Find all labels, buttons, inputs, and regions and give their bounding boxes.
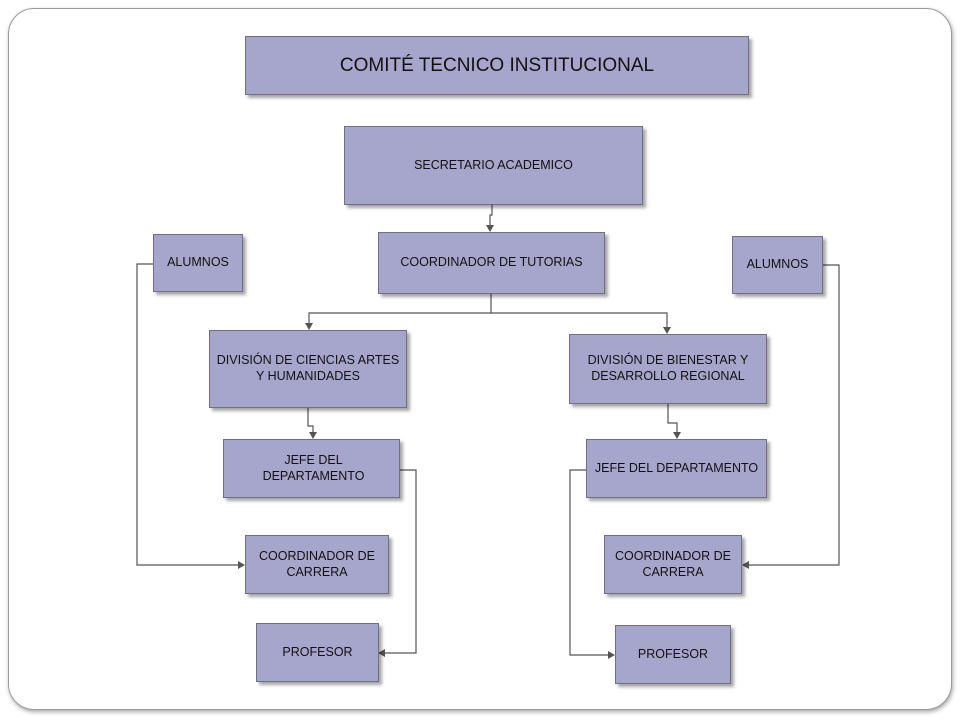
connector-secretario-tutorias bbox=[486, 205, 494, 232]
connector-jefe-profesor-der bbox=[569, 469, 615, 659]
connector-division-jefe-izq bbox=[307, 408, 317, 439]
node-jefe-departamento-izq: JEFE DEL DEPARTAMENTO bbox=[223, 439, 400, 498]
node-coordinador-carrera-der: COORDINADOR DE CARRERA bbox=[604, 535, 742, 594]
node-profesor-izq: PROFESOR bbox=[256, 623, 379, 682]
node-secretario-academico: SECRETARIO ACADEMICO bbox=[344, 126, 643, 205]
node-profesor-der: PROFESOR bbox=[615, 625, 731, 684]
connector-tutorias-division-izq bbox=[305, 294, 492, 330]
node-comite-tecnico: COMITÉ TECNICO INSTITUCIONAL bbox=[245, 36, 749, 95]
node-coordinador-carrera-izq: COORDINADOR DE CARRERA bbox=[245, 535, 389, 594]
node-jefe-departamento-der: JEFE DEL DEPARTAMENTO bbox=[586, 439, 767, 498]
node-alumnos-der: ALUMNOS bbox=[732, 236, 823, 294]
slide-frame bbox=[8, 8, 952, 710]
node-division-ciencias-artes: DIVISIÓN DE CIENCIAS ARTES Y HUMANIDADES bbox=[209, 330, 407, 408]
connector-alumnos-coord-der bbox=[742, 264, 840, 569]
connector-division-jefe-der bbox=[667, 404, 681, 439]
node-alumnos-izq: ALUMNOS bbox=[153, 234, 243, 292]
connector-tutorias-division-der bbox=[491, 312, 671, 334]
node-coordinador-tutorias: COORDINADOR DE TUTORIAS bbox=[378, 232, 605, 294]
connector-alumnos-coord-izq bbox=[136, 263, 245, 569]
node-division-bienestar: DIVISIÓN DE BIENESTAR Y DESARROLLO REGIO… bbox=[569, 334, 767, 404]
